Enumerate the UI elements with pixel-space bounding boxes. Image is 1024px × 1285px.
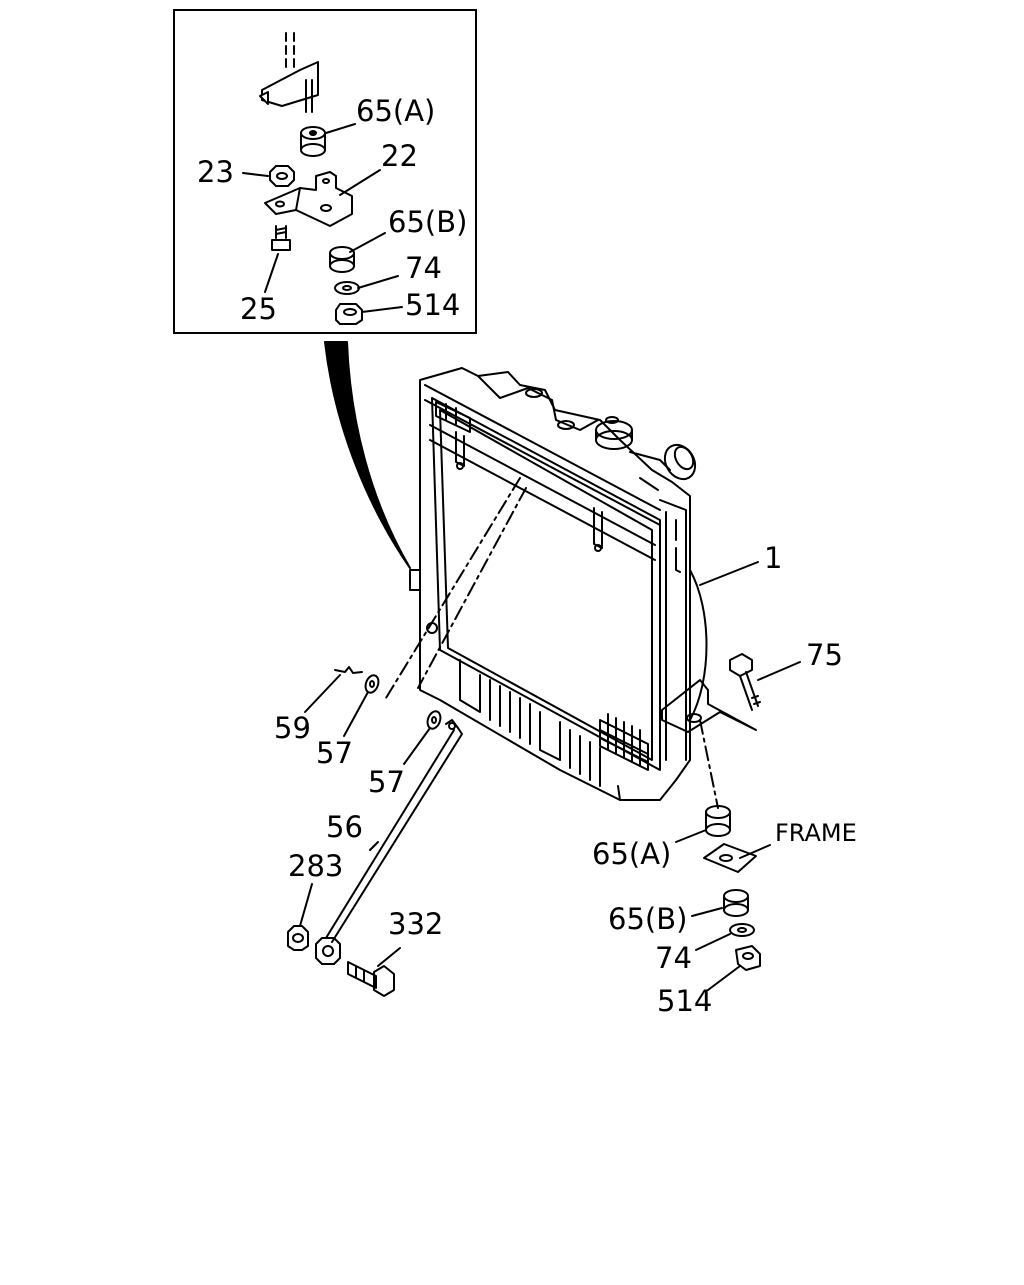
radiator-1	[385, 367, 757, 809]
callout-57-a: 57	[316, 736, 353, 770]
callout-inset-65b: 65(B)	[388, 205, 468, 239]
callout-283: 283	[288, 849, 344, 883]
callout-inset-25: 25	[240, 292, 277, 326]
rod-end-eye	[315, 937, 341, 965]
cushion-65a-inset	[300, 126, 326, 157]
callout-65a: 65(A)	[592, 837, 672, 871]
washer-57-a	[364, 674, 380, 694]
bolt-75	[729, 653, 761, 711]
cushion-65b-lower	[723, 889, 749, 917]
nut-283	[287, 925, 309, 951]
callout-inset-74: 74	[405, 251, 442, 285]
core-grid	[599, 713, 649, 771]
cushion-65b-inset	[329, 246, 355, 273]
callout-75: 75	[806, 638, 843, 672]
callout-56: 56	[326, 810, 363, 844]
bottom-tank	[459, 659, 621, 801]
callout-frame: FRAME	[775, 819, 857, 847]
callout-332: 332	[388, 907, 444, 941]
inset-frame	[173, 9, 477, 334]
bolt-332	[347, 961, 395, 997]
callout-514: 514	[657, 984, 713, 1018]
clip-59	[334, 666, 363, 674]
radiator-cap	[595, 416, 633, 450]
frame-plate	[703, 843, 757, 873]
cushion-65a-lower	[705, 805, 731, 837]
callout-inset-65a: 65(A)	[356, 94, 436, 128]
inset-detail	[242, 32, 403, 325]
lower-hose	[689, 569, 708, 721]
callout-57-b: 57	[368, 765, 405, 799]
callout-59: 59	[274, 711, 311, 745]
callout-inset-514: 514	[405, 288, 461, 322]
callout-74: 74	[655, 941, 692, 975]
bracket-22	[264, 171, 353, 227]
bolt-25	[271, 225, 291, 251]
stay-rod-56	[325, 719, 463, 943]
nut-514-inset	[335, 303, 363, 325]
nut-514-lower	[735, 945, 761, 971]
nut-23	[269, 165, 295, 187]
detail-pointer	[324, 341, 411, 569]
callout-inset-23: 23	[197, 155, 234, 189]
callout-65b: 65(B)	[608, 902, 688, 936]
callout-1: 1	[764, 541, 783, 575]
washer-57-b	[426, 710, 442, 730]
inlet-pipe	[629, 443, 697, 491]
callout-inset-22: 22	[381, 139, 418, 173]
mount-bracket	[661, 679, 757, 733]
washer-74-lower	[729, 923, 755, 937]
